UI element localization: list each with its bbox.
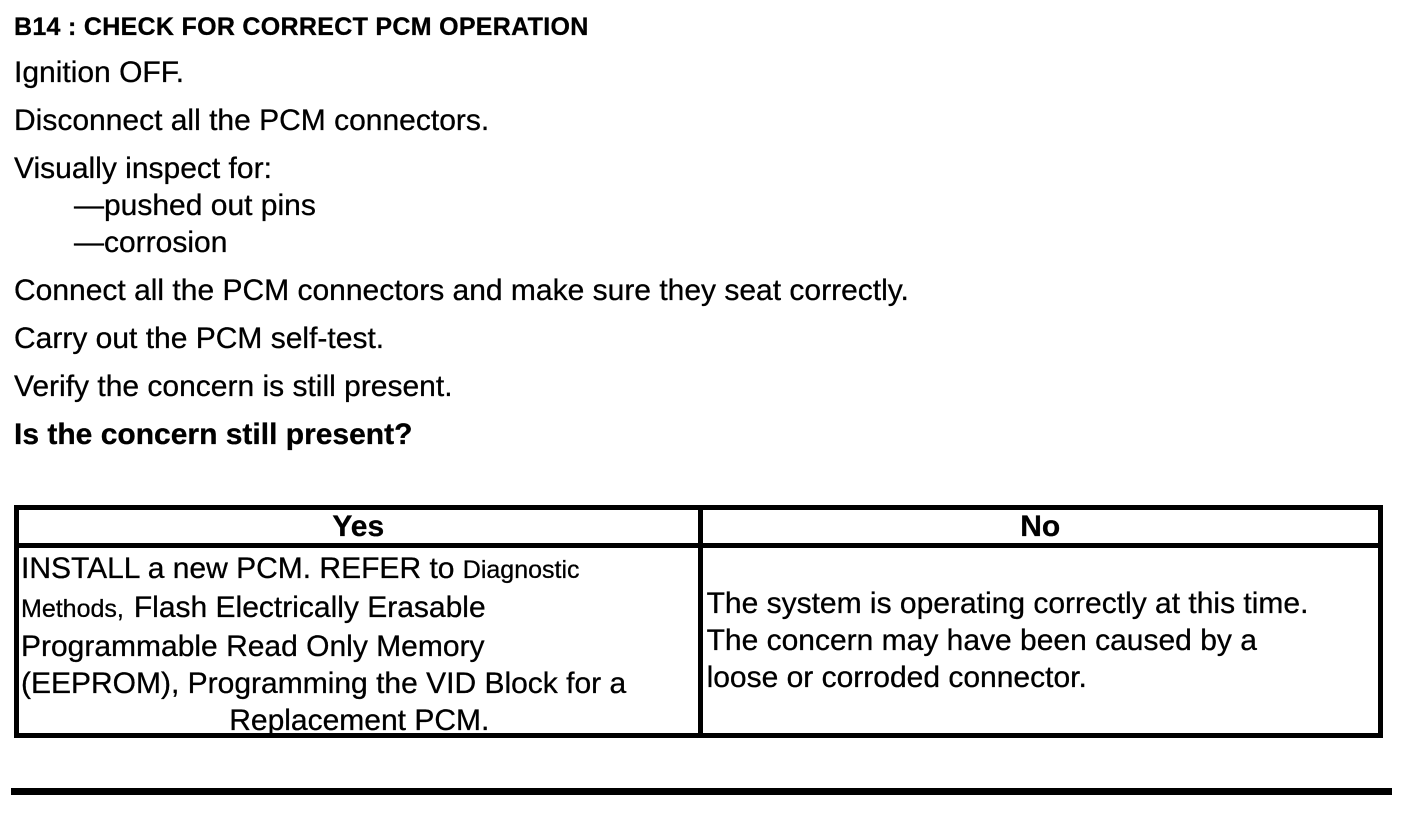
procedure-step: Connect all the PCM connectors and make … [14, 274, 909, 307]
result-line: The concern may have been caused by a [706, 624, 1257, 657]
procedure-question: Is the concern still present? [14, 418, 413, 451]
result-line: loose or corroded connector. [706, 661, 1087, 694]
result-line: Programmable Read Only Memory [21, 630, 485, 663]
procedure-step: Ignition OFF. [14, 56, 185, 89]
yes-result-cell: INSTALL a new PCM. REFER to Diagnostic M… [19, 548, 703, 733]
procedure-step-list-item: —pushed out pins [74, 189, 316, 222]
result-text: Flash Electrically Erasable [133, 591, 486, 624]
procedure-step: Carry out the PCM self-test. [14, 322, 385, 355]
reference-text: Diagnostic [462, 556, 580, 584]
page-title: B14 : CHECK FOR CORRECT PCM OPERATION [14, 13, 589, 41]
procedure-step: Verify the concern is still present. [14, 370, 453, 403]
table-header-row: Yes No [19, 510, 1378, 548]
result-text: INSTALL a new PCM. REFER to [21, 552, 463, 585]
result-line: Replacement PCM. [229, 704, 490, 733]
no-header-cell: No [1020, 510, 1061, 543]
procedure-step: Visually inspect for: [14, 152, 272, 185]
result-line: (EEPROM), Programming the VID Block for … [21, 667, 627, 700]
results-table: Yes No INSTALL a new PCM. REFER to Diagn… [14, 505, 1383, 738]
result-line: The system is operating correctly at thi… [706, 587, 1309, 620]
procedure-steps: Ignition OFF. Disconnect all the PCM con… [14, 54, 1408, 453]
procedure-step-list-item: —corrosion [74, 226, 228, 259]
procedure-step: Disconnect all the PCM connectors. [14, 104, 490, 137]
no-result-cell: The system is operating correctly at thi… [703, 548, 1378, 733]
reference-text: Methods, [21, 595, 124, 623]
table-body-row: INSTALL a new PCM. REFER to Diagnostic M… [19, 548, 1378, 733]
result-line: INSTALL a new PCM. REFER to Diagnostic [21, 550, 698, 589]
result-line: Methods, Flash Electrically Erasable [21, 589, 698, 628]
page-bottom-rule [11, 788, 1392, 795]
yes-header-cell: Yes [19, 510, 703, 543]
